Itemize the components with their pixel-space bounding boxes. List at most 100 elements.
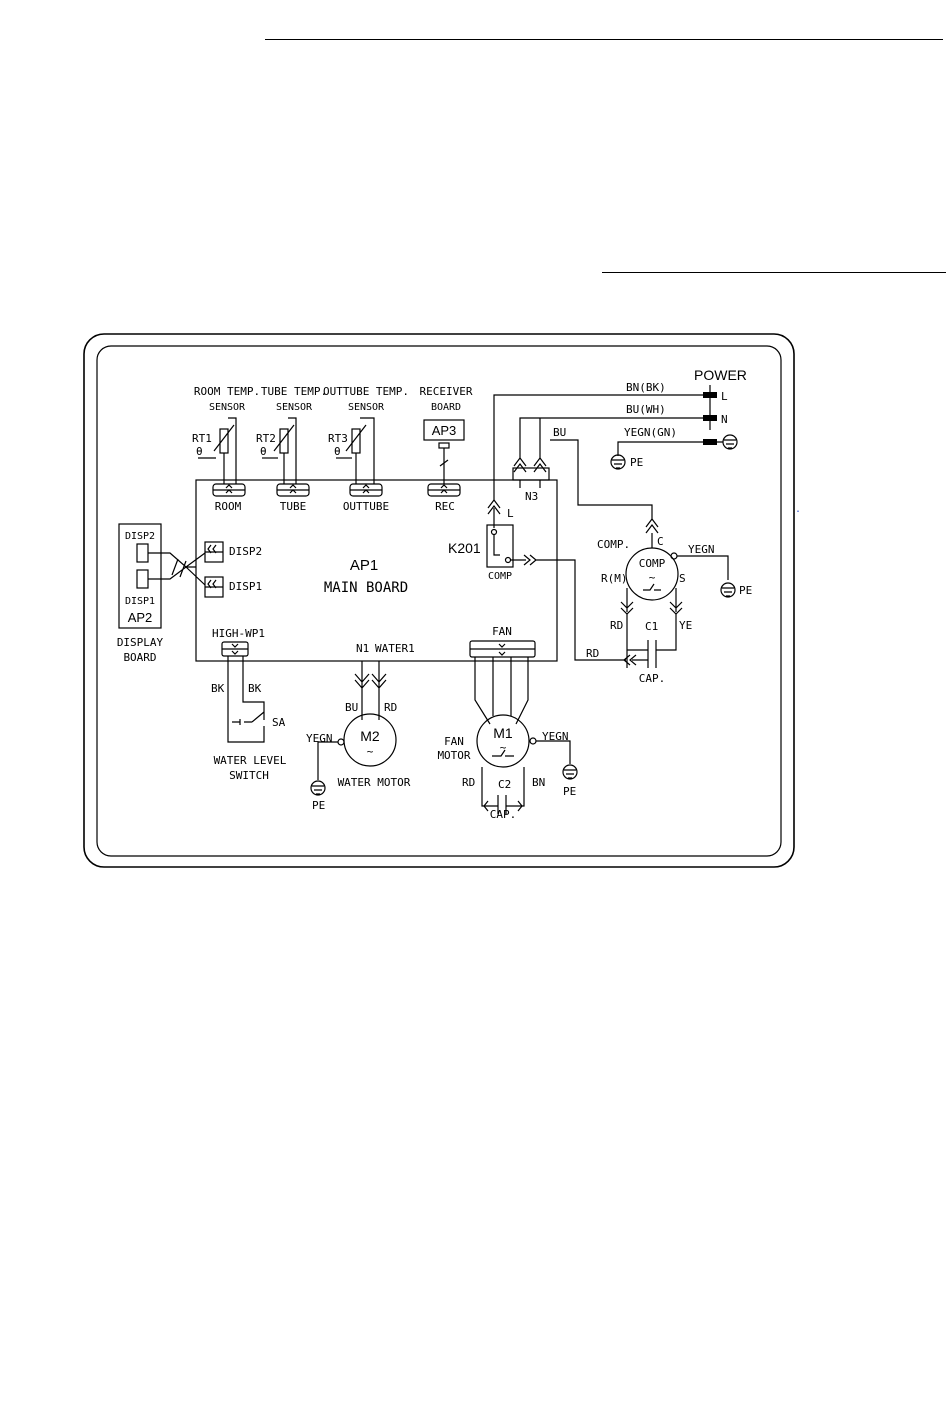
power-l: L [721, 390, 728, 403]
water-motor-circle [343, 713, 397, 767]
compressor-pe: PE [739, 584, 752, 597]
power-n: N [721, 413, 728, 426]
power-n-terminal [703, 415, 717, 421]
k201-l: L [507, 507, 514, 520]
k201-label: K201 [448, 540, 481, 556]
compressor-circle [625, 547, 679, 601]
fan-motor-cap: CAP. [490, 808, 517, 821]
fan-motor-label2: MOTOR [437, 749, 470, 762]
receiver-box [423, 419, 465, 441]
display-name2: BOARD [123, 651, 156, 664]
compressor-label: COMP. [597, 538, 630, 551]
connector-tube-label: TUBE [280, 500, 307, 513]
compressor-ye: YE [679, 619, 692, 632]
water-motor-tilde: ~ [367, 745, 374, 758]
fan-label: FAN [492, 625, 512, 638]
wire-n [519, 417, 703, 458]
compressor-c1: C1 [645, 620, 658, 633]
connector-tube [276, 483, 310, 497]
display-disp1: DISP1 [125, 596, 155, 607]
wire-l [493, 394, 703, 500]
high-wp1-label: HIGH-WP1 [212, 627, 265, 640]
power-ground-wire: YEGN(GN) [624, 426, 677, 439]
fan-motor-ground: YEGN [542, 730, 569, 743]
rt1-id: RT1 [192, 432, 212, 445]
wl-bk1: BK [211, 682, 225, 695]
receiver-label2: BOARD [431, 402, 461, 413]
receiver-id: AP3 [432, 423, 457, 438]
receiver-pin [438, 442, 450, 449]
compressor-tilde: ~ [649, 571, 656, 584]
wl-label2: SWITCH [229, 769, 269, 782]
connector-outtube-label: OUTTUBE [343, 500, 389, 513]
rt2-theta: θ [260, 445, 267, 458]
water-motor-pe: PE [312, 799, 325, 812]
display-board-box [118, 523, 162, 629]
fan-motor-bn: BN [532, 776, 545, 789]
sensor-tube-label1: TUBE TEMP. [261, 385, 327, 398]
display-cable [148, 552, 206, 586]
water-motor-name: WATER MOTOR [338, 776, 411, 789]
fan-motor-ground-icon [562, 764, 578, 780]
disp1-connector-label: DISP1 [229, 580, 262, 593]
compressor-ground-icon [720, 582, 736, 598]
fan-wires [474, 657, 529, 725]
wl-bk2: BK [248, 682, 262, 695]
compressor-rd: RD [610, 619, 623, 632]
fan-motor-label1: FAN [444, 735, 464, 748]
water-switch-wire [227, 656, 265, 743]
wl-sa: SA [272, 716, 286, 729]
rt3-theta: θ [334, 445, 341, 458]
fan-motor-circle [476, 714, 530, 768]
water1-label: WATER1 [375, 642, 415, 655]
water-motor-bu: BU [345, 701, 358, 714]
bu-label: BU [553, 426, 566, 439]
compressor-inner: COMP [639, 557, 666, 570]
water-motor-ground-icon [310, 780, 326, 796]
compressor-rd-main: RD [586, 647, 599, 660]
water-motor-id: M2 [360, 728, 380, 744]
rt2-id: RT2 [256, 432, 276, 445]
water1-connector [354, 661, 387, 720]
connector-rec [427, 483, 461, 497]
top-rule-1 [265, 39, 943, 40]
connector-room [212, 483, 246, 497]
water-motor-ground: YEGN [306, 732, 333, 745]
wire-bu [550, 439, 653, 520]
c2-capacitor [481, 767, 525, 814]
display-disp2-cell [136, 543, 149, 563]
k201-box [486, 524, 514, 568]
main-board-box [195, 479, 558, 662]
disp2-connector-label: DISP2 [229, 545, 262, 558]
display-disp1-cell [136, 569, 149, 589]
inner-frame [96, 345, 782, 857]
disp-connectors [204, 541, 224, 598]
connector-rec-label: REC [435, 500, 455, 513]
power-title: POWER [694, 367, 747, 383]
power-n-wire: BU(WH) [626, 403, 666, 416]
sensor-tube-label2: SENSOR [276, 402, 313, 413]
fan-motor-c2: C2 [498, 778, 511, 791]
compressor-ground: YEGN [688, 543, 715, 556]
main-board-name: MAIN BOARD [324, 580, 408, 596]
main-board-id: AP1 [350, 557, 378, 574]
rt1-thermistor [213, 417, 237, 484]
power-l-wire: BN(BK) [626, 381, 666, 394]
wl-label1: WATER LEVEL [214, 754, 287, 767]
high-wp1-connector [221, 641, 249, 657]
connector-room-label: ROOM [215, 500, 242, 513]
water-switch-sa [232, 711, 265, 725]
rt1-theta: θ [196, 445, 203, 458]
rt3-id: RT3 [328, 432, 348, 445]
n1-label: N1 [356, 642, 369, 655]
sensor-room-label1: ROOM TEMP. [194, 385, 260, 398]
c1-capacitor [626, 614, 677, 668]
connector-outtube [349, 483, 383, 497]
sensor-outtube-label2: SENSOR [348, 402, 385, 413]
k201-comp: COMP [488, 571, 512, 582]
power-pe: PE [630, 456, 643, 469]
fan-motor-tilde: ~ [500, 741, 507, 754]
display-name1: DISPLAY [117, 636, 164, 649]
water-motor-rd: RD [384, 701, 397, 714]
outer-frame [83, 333, 795, 868]
